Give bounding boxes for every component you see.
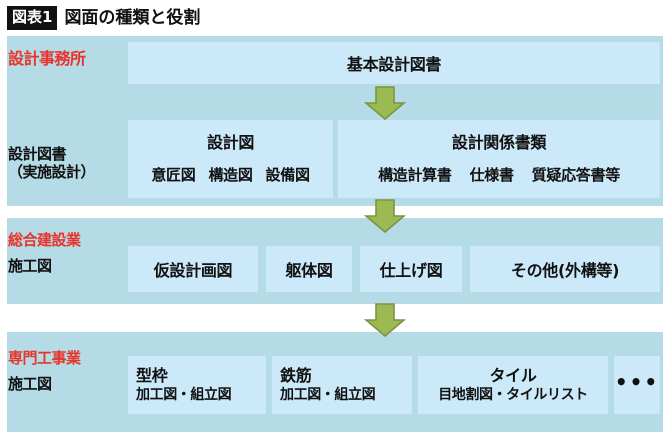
box-other-exterior-drawing-label: その他(外構等) [510, 261, 620, 280]
figure-number-badge: 図表1 [7, 6, 58, 30]
box-formwork-title: 型枠 [136, 366, 168, 385]
row-label-general-construction-sub: 施工図 [8, 256, 52, 275]
box-frame-drawing-label: 躯体図 [285, 261, 333, 280]
box-basic-design-documents[interactable]: 基本設計図書 [128, 42, 660, 84]
box-design-related-documents-title: 設計関係書類 [451, 133, 547, 153]
item-design-drawing-2: 構造図 [208, 165, 253, 184]
row-label-general-construction-main: 総合建設業 [8, 231, 81, 249]
box-tile-title: タイル [489, 366, 537, 385]
box-other-exterior-drawing[interactable]: その他(外構等) [470, 246, 660, 292]
item-related-document-1: 構造計算書 [378, 165, 452, 184]
item-design-drawing-1: 意匠図 [151, 165, 196, 184]
box-rebar-sub: 加工図・組立図 [280, 387, 376, 404]
row-label-specialty-trades-main: 専門工事業 [8, 349, 81, 367]
row-label-design-documents-main: 設計図書 [8, 145, 67, 163]
box-finishing-drawing-label: 仕上げ図 [379, 261, 443, 280]
row-label-specialty-trades: 専門工事業 施工図 [8, 349, 122, 393]
item-related-document-3: 質疑応答書等 [531, 165, 621, 184]
box-more-ellipsis[interactable]: ••• [614, 356, 660, 414]
row-label-specialty-trades-sub: 施工図 [8, 374, 52, 393]
arrow-down-design-to-general-icon [364, 199, 406, 233]
box-rebar-title: 鉄筋 [280, 366, 312, 385]
box-formwork[interactable]: 型枠 加工図・組立図 [128, 356, 266, 414]
box-tile[interactable]: タイル 目地割図・タイルリスト [418, 356, 608, 414]
ellipsis-icon: ••• [614, 370, 660, 394]
box-tile-sub: 目地割図・タイルリスト [438, 387, 588, 404]
box-rebar[interactable]: 鉄筋 加工図・組立図 [272, 356, 412, 414]
box-frame-drawing[interactable]: 躯体図 [266, 246, 352, 292]
box-basic-design-documents-label: 基本設計図書 [346, 55, 442, 74]
box-finishing-drawing[interactable]: 仕上げ図 [360, 246, 462, 292]
box-temporary-plan-drawing-label: 仮設計画図 [153, 261, 233, 280]
row-label-general-construction: 総合建設業 施工図 [8, 231, 122, 275]
box-design-related-documents[interactable]: 設計関係書類 構造計算書 仕様書 質疑応答書等 [338, 120, 660, 198]
box-temporary-plan-drawing[interactable]: 仮設計画図 [128, 246, 258, 292]
arrow-down-general-to-specialty-icon [364, 303, 406, 337]
box-formwork-sub: 加工図・組立図 [136, 387, 232, 404]
row-label-design-office: 設計事務所 [8, 49, 86, 68]
box-design-drawings-title: 設計図 [206, 133, 255, 153]
box-design-related-documents-items: 構造計算書 仕様書 質疑応答書等 [378, 165, 621, 184]
item-related-document-2: 仕様書 [469, 165, 514, 184]
page-title: 図面の種類と役割 [64, 7, 201, 28]
figure-title-bar: 図表1 図面の種類と役割 [7, 5, 200, 31]
item-design-drawing-3: 設備図 [265, 165, 310, 184]
box-design-drawings-items: 意匠図 構造図 設備図 [151, 165, 310, 184]
row-label-design-documents: 設計図書 （実施設計） [8, 145, 122, 181]
box-design-drawings[interactable]: 設計図 意匠図 構造図 設備図 [128, 120, 333, 198]
row-label-design-documents-sub: （実施設計） [8, 162, 96, 181]
arrow-down-basic-to-detail-icon [364, 86, 406, 120]
